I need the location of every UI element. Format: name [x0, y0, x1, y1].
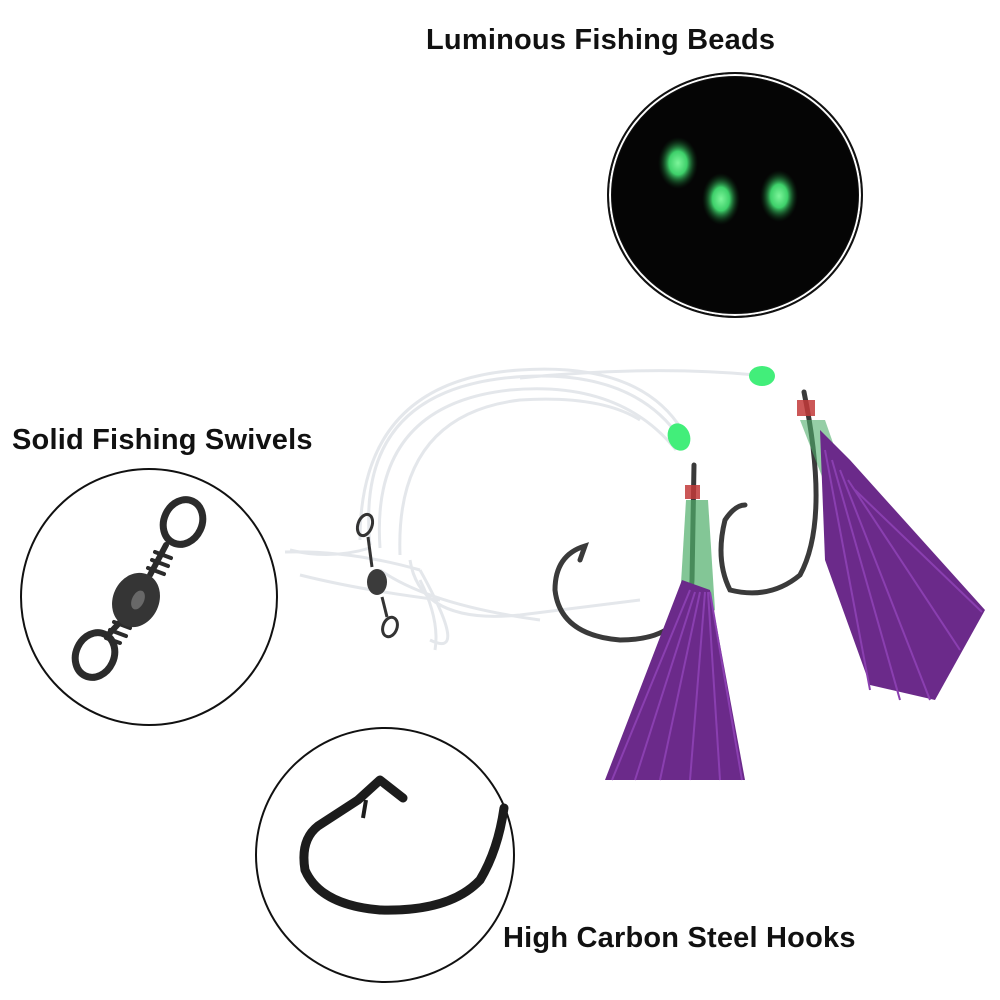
beads-label: Luminous Fishing Beads	[426, 24, 776, 56]
hooks-circle	[255, 727, 515, 983]
beads-circle	[607, 72, 863, 318]
swivels-label: Solid Fishing Swivels	[12, 424, 313, 456]
hooks-label: High Carbon Steel Hooks	[503, 922, 856, 954]
